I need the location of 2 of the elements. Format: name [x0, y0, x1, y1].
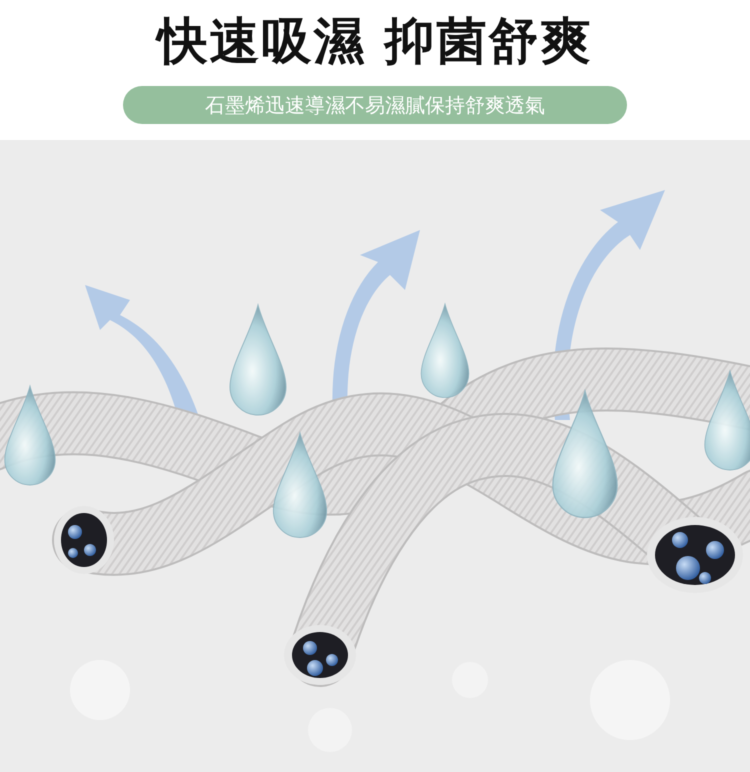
subtitle-pill: 石墨烯迅速導濕不易濕膩保持舒爽透氣: [123, 86, 627, 124]
title: 快速吸濕 抑菌舒爽: [154, 11, 594, 72]
